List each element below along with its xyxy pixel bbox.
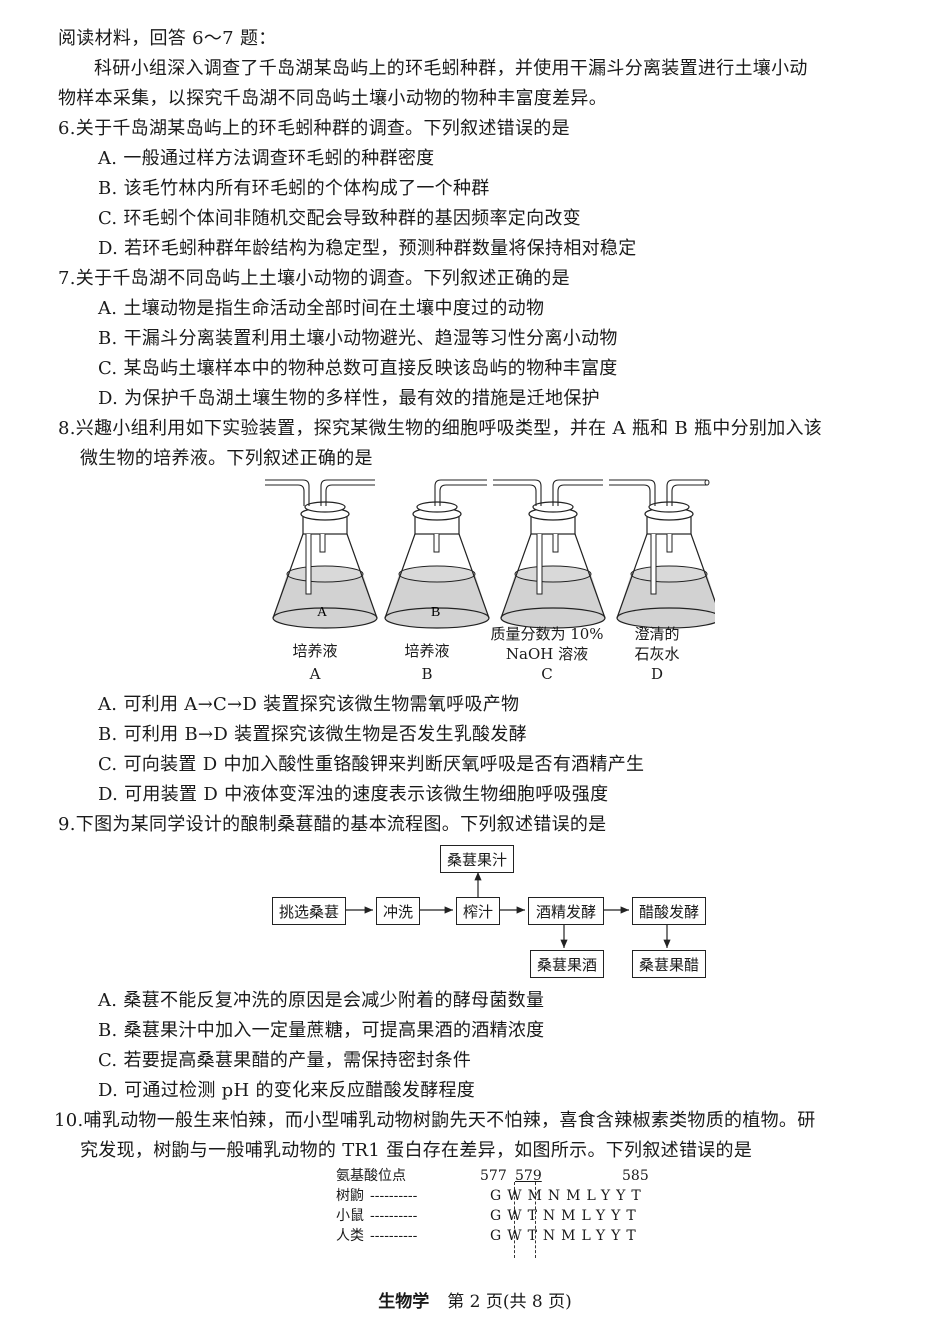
flask-diagram-svg: A B bbox=[265, 479, 715, 629]
q9-option-a: A. 桑葚不能反复冲洗的原因是会减少附着的酵母菌数量 bbox=[98, 990, 545, 1011]
flowchart-arrows bbox=[344, 872, 671, 948]
question-8-stem-line2: 微生物的培养液。下列叙述正确的是 bbox=[80, 448, 373, 469]
q6-option-b: B. 该毛竹林内所有环毛蚓的个体构成了一个种群 bbox=[98, 178, 490, 199]
q8-option-b: B. 可利用 B→D 装置探究该微生物是否发生乳酸发酵 bbox=[98, 724, 527, 745]
flask-apparatus-figure: A B 培养液 A 培养液 B 质量分数为 10% Na bbox=[265, 474, 715, 689]
flow-box-alcohol-fermentation: 酒精发酵 bbox=[528, 897, 604, 925]
q8-option-d: D. 可用装置 D 中液体变浑浊的速度表示该微生物细胞呼吸强度 bbox=[98, 784, 609, 805]
flow-box-select: 挑选桑葚 bbox=[272, 897, 346, 925]
site-579-highlight-box bbox=[514, 1182, 536, 1258]
question-10-stem-line2: 究发现，树鼩与一般哺乳动物的 TR1 蛋白存在差异，如图所示。下列叙述错误的是 bbox=[80, 1140, 753, 1161]
position-585: 585 bbox=[622, 1168, 649, 1184]
flask-a-letter: A bbox=[309, 665, 321, 683]
amino-acid-position-label: 氨基酸位点 bbox=[336, 1168, 406, 1184]
flask-d-caption-line2: 石灰水 bbox=[634, 645, 680, 663]
q6-option-d: D. 若环毛蚓种群年龄结构为稳定型，预测种群数量将保持相对稳定 bbox=[98, 238, 637, 259]
q8-option-a: A. 可利用 A→C→D 装置探究该微生物需氧呼吸产物 bbox=[98, 694, 520, 715]
flask-b-letter: B bbox=[421, 665, 433, 683]
flow-box-acetic-fermentation: 醋酸发酵 bbox=[632, 897, 706, 925]
q9-option-d: D. 可通过检测 pH 的变化来反应醋酸发酵程度 bbox=[98, 1080, 476, 1101]
svg-text:A: A bbox=[317, 605, 328, 620]
svg-text:B: B bbox=[431, 605, 440, 620]
mulberry-vinegar-flowchart: 桑葚果汁 挑选桑葚 冲洗 榨汁 酒精发酵 醋酸发酵 桑葚果酒 桑葚果醋 bbox=[272, 845, 712, 980]
flask-c-caption-line1: 质量分数为 10% bbox=[490, 625, 604, 643]
material-text-line2: 物样本采集，以探究千岛湖不同岛屿土壤小动物的物种丰富度差异。 bbox=[58, 88, 607, 109]
flask-c-caption-line2: NaOH 溶液 bbox=[505, 645, 589, 663]
flask-a-caption: 培养液 bbox=[292, 642, 338, 660]
flow-box-vinegar: 桑葚果醋 bbox=[632, 950, 706, 978]
q9-option-c: C. 若要提高桑葚果醋的产量，需保持密封条件 bbox=[98, 1050, 472, 1071]
q7-option-d: D. 为保护千岛湖土壤生物的多样性，最有效的措施是迁地保护 bbox=[98, 388, 600, 409]
q9-option-b: B. 桑葚果汁中加入一定量蔗糖，可提高果酒的酒精浓度 bbox=[98, 1020, 545, 1041]
question-9-stem: 9.下图为某同学设计的酿制桑葚醋的基本流程图。下列叙述错误的是 bbox=[58, 814, 607, 835]
question-7-stem: 7.关于千岛湖不同岛屿上土壤小动物的调查。下列叙述正确的是 bbox=[58, 268, 570, 289]
flask-c-letter: C bbox=[541, 665, 553, 683]
q6-option-a: A. 一般通过样方法调查环毛蚓的种群密度 bbox=[98, 148, 435, 169]
q7-option-b: B. 干漏斗分离装置利用土壤小动物避光、趋湿等习性分离小动物 bbox=[98, 328, 618, 349]
reading-material-heading: 阅读材料，回答 6～7 题： bbox=[58, 28, 277, 49]
q6-option-c: C. 环毛蚓个体间非随机交配会导致种群的基因频率定向改变 bbox=[98, 208, 581, 229]
flow-box-press: 榨汁 bbox=[456, 897, 500, 925]
subject-name: 生物学 bbox=[378, 1292, 430, 1312]
q7-option-a: A. 土壤动物是指生命活动全部时间在土壤中度过的动物 bbox=[98, 298, 545, 319]
q8-option-c: C. 可向装置 D 中加入酸性重铬酸钾来判断厌氧呼吸是否有酒精产生 bbox=[98, 754, 645, 775]
q7-option-c: C. 某岛屿土壤样本中的物种总数可直接反映该岛屿的物种丰富度 bbox=[98, 358, 618, 379]
flask-d-letter: D bbox=[650, 665, 664, 683]
flask-d-caption-line1: 澄清的 bbox=[634, 625, 680, 643]
position-579: 579 bbox=[515, 1168, 542, 1184]
question-6-stem: 6.关于千岛湖某岛屿上的环毛蚓种群的调查。下列叙述错误的是 bbox=[58, 118, 570, 139]
question-8-stem-line1: 8.兴趣小组利用如下实验装置，探究某微生物的细胞呼吸类型，并在 A 瓶和 B 瓶… bbox=[58, 418, 823, 439]
position-577: 577 bbox=[480, 1168, 507, 1184]
page-number: 第 2 页(共 8 页) bbox=[447, 1292, 572, 1312]
tr1-sequence-figure: 氨基酸位点 577 579 585 树鼩 ---------- GWMNMLYY… bbox=[332, 1168, 652, 1260]
flask-b-caption: 培养液 bbox=[404, 642, 450, 660]
page-footer: 生物学第 2 页(共 8 页) bbox=[0, 1287, 950, 1312]
material-text-line1: 科研小组深入调查了千岛湖某岛屿上的环毛蚓种群，并使用干漏斗分离装置进行土壤小动 bbox=[94, 58, 808, 79]
question-10-stem-line1: 10.哺乳动物一般生来怕辣，而小型哺乳动物树鼩先天不怕辣，喜食含辣椒素类物质的植… bbox=[54, 1110, 816, 1131]
flow-box-juice: 桑葚果汁 bbox=[440, 845, 514, 873]
flow-box-wash: 冲洗 bbox=[376, 897, 420, 925]
flow-box-wine: 桑葚果酒 bbox=[530, 950, 604, 978]
